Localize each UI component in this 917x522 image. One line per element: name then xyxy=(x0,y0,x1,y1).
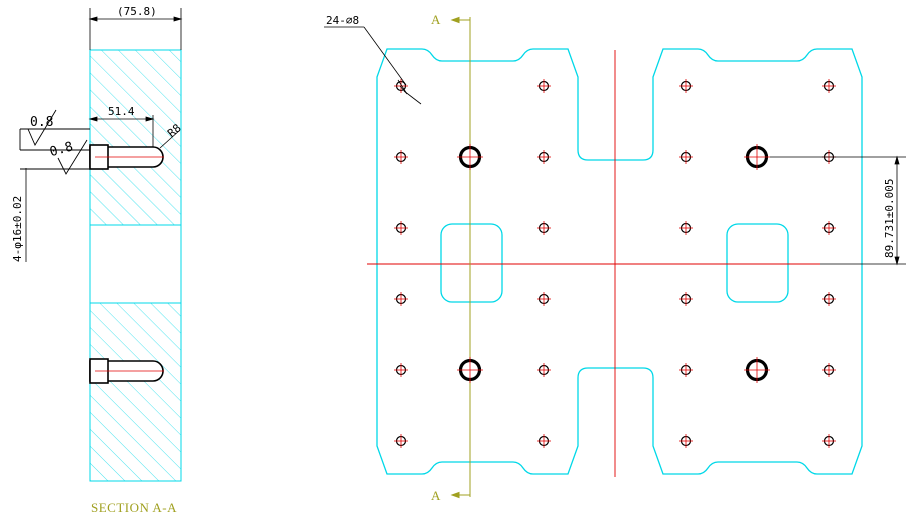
roughness-symbol-1 xyxy=(19,109,90,151)
section-bore-upper xyxy=(89,144,164,170)
small-hole xyxy=(537,363,551,377)
large-bore xyxy=(457,357,483,383)
small-hole xyxy=(394,221,408,235)
small-hole xyxy=(537,150,551,164)
pocket-left xyxy=(440,223,503,303)
roughness-label-2: 0.8 xyxy=(48,139,75,160)
small-hole xyxy=(822,292,836,306)
small-hole xyxy=(394,150,408,164)
bore-callout-label: 4-φ16±0.02 xyxy=(11,196,24,262)
roughness-symbol-2 xyxy=(20,139,90,175)
section-bore-lower xyxy=(89,358,164,384)
spacing-dimension xyxy=(770,155,906,266)
large-bore xyxy=(744,144,770,170)
width-dimension-label: (75.8) xyxy=(117,5,157,18)
section-title: SECTION A-A xyxy=(91,500,177,515)
section-lower-body xyxy=(89,302,182,482)
small-hole xyxy=(679,363,693,377)
small-hole xyxy=(537,292,551,306)
section-label-bottom: A xyxy=(431,488,441,503)
small-hole xyxy=(394,363,408,377)
section-label-top: A xyxy=(431,12,441,27)
pocket-right xyxy=(726,223,789,303)
small-hole xyxy=(537,434,551,448)
radius-leader xyxy=(159,129,181,149)
small-holes-group xyxy=(394,79,836,448)
spacing-dimension-label: 89.731±0.005 xyxy=(883,179,896,258)
depth-dimension-label: 51.4 xyxy=(108,105,135,118)
section-upper-body xyxy=(89,49,182,226)
small-hole xyxy=(822,434,836,448)
small-hole xyxy=(679,292,693,306)
small-hole xyxy=(394,292,408,306)
depth-dimension xyxy=(88,115,155,147)
large-bores-group xyxy=(457,144,770,383)
small-hole xyxy=(679,221,693,235)
section-gap xyxy=(89,224,182,304)
small-hole xyxy=(537,79,551,93)
small-hole xyxy=(679,79,693,93)
small-hole xyxy=(537,221,551,235)
large-bore xyxy=(744,357,770,383)
plan-view: A A 24-⌀8 89.731±0.005 xyxy=(324,12,906,503)
roughness-label-1: 0.8 xyxy=(30,115,53,130)
hole-callout-label: 24-⌀8 xyxy=(326,14,359,27)
small-hole xyxy=(822,363,836,377)
small-hole xyxy=(679,150,693,164)
plate-outline xyxy=(376,48,863,475)
hole-callout-leader xyxy=(324,26,422,105)
small-hole xyxy=(679,434,693,448)
small-hole xyxy=(394,434,408,448)
width-dimension xyxy=(88,8,183,50)
small-hole xyxy=(822,79,836,93)
small-hole xyxy=(822,221,836,235)
section-view: (75.8) 51.4 R8 0.8 0.8 4-φ16±0.02 S xyxy=(11,5,184,515)
large-bore xyxy=(457,144,483,170)
section-arrow-bottom xyxy=(450,491,470,499)
section-arrow-top xyxy=(450,16,470,24)
small-hole xyxy=(394,79,408,93)
